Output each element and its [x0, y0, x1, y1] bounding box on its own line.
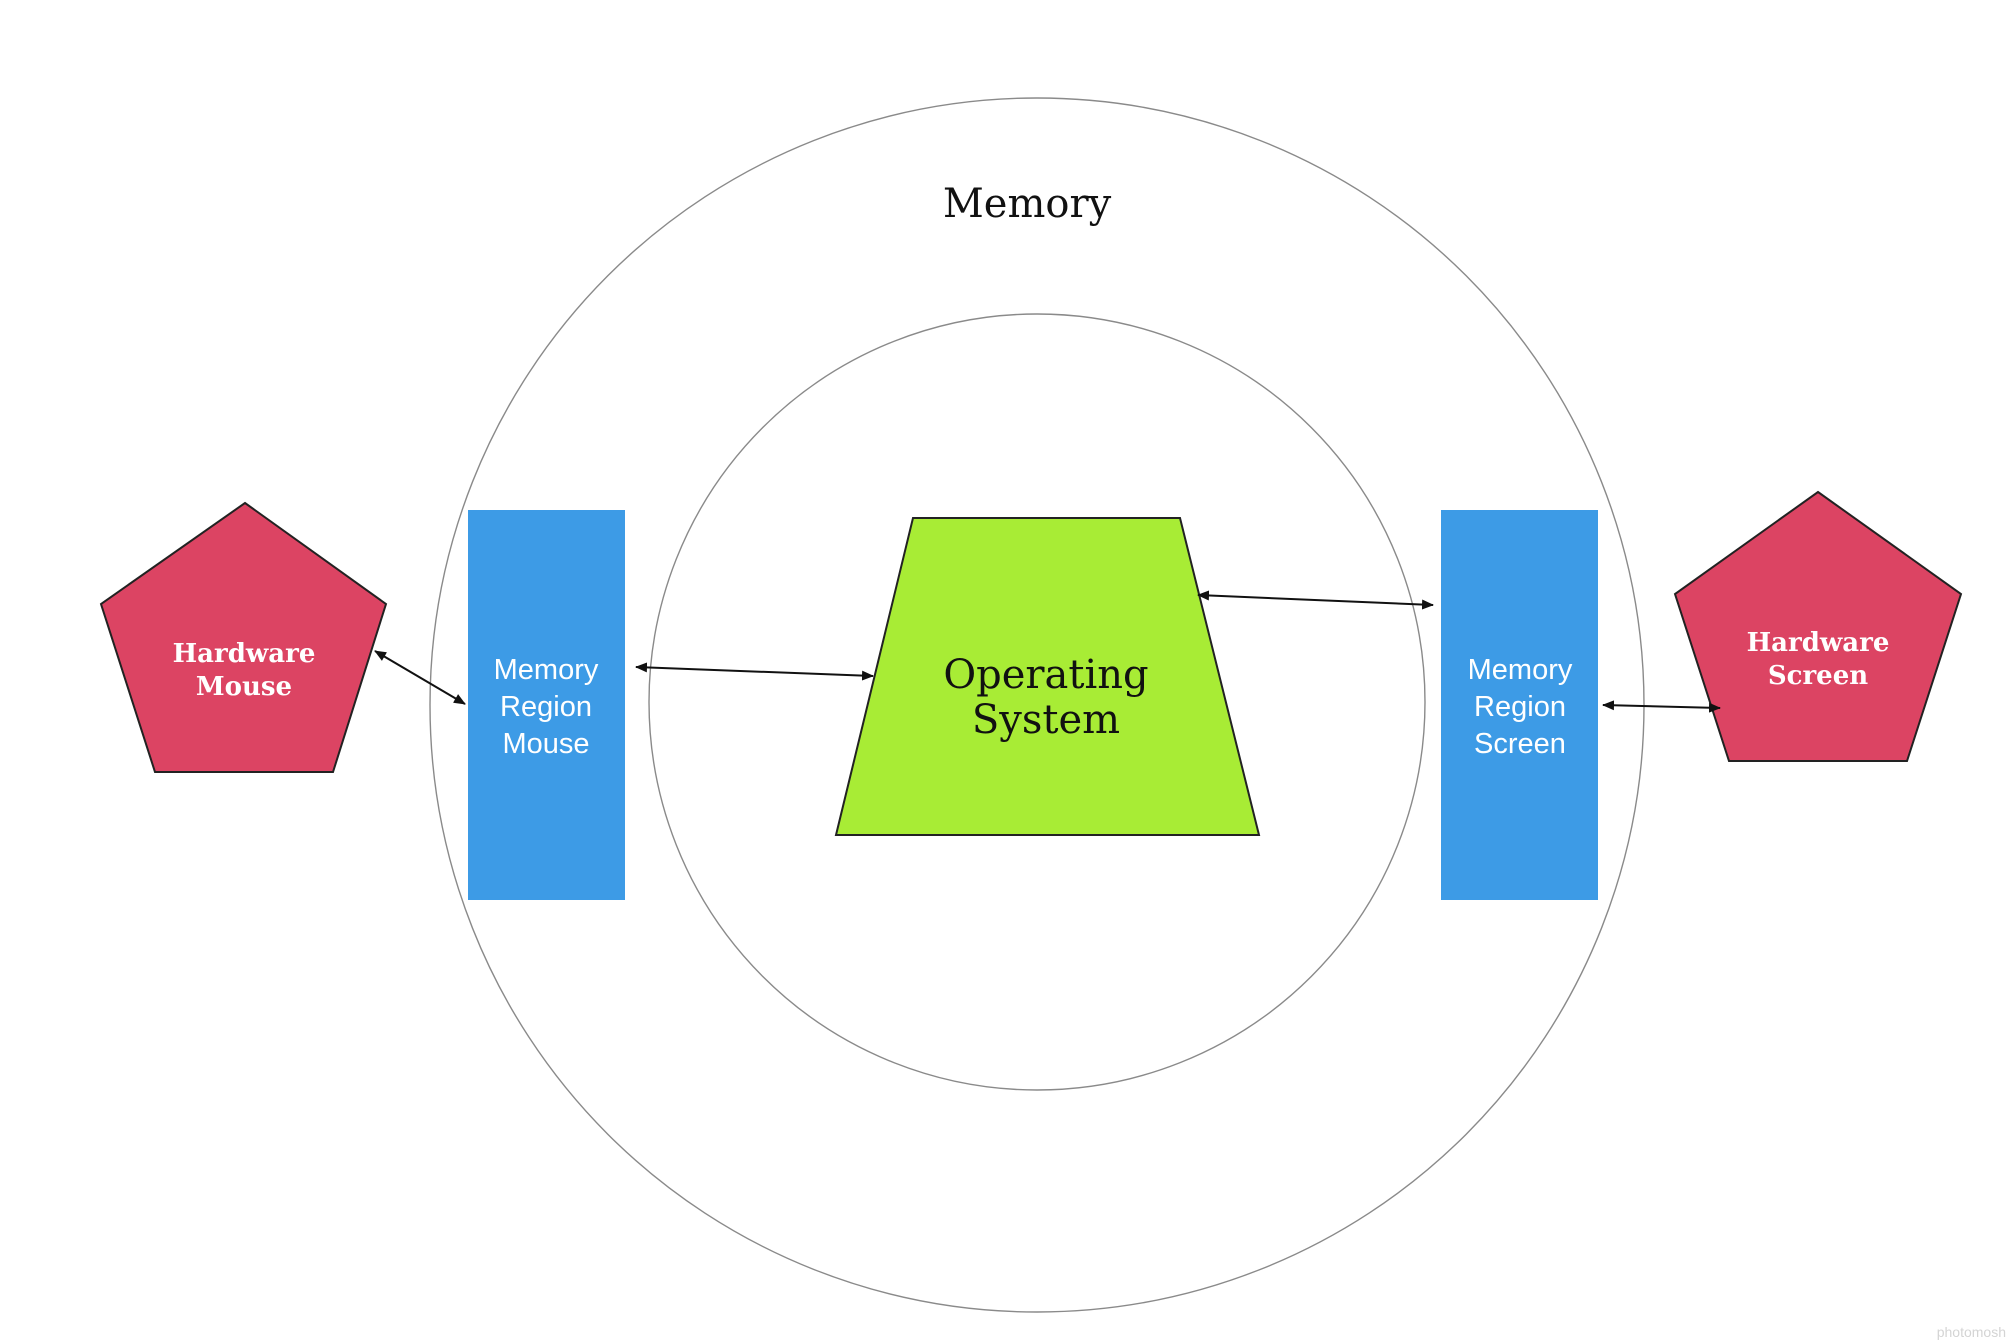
hardware-mouse-shape [99, 501, 388, 773]
memory-label: Memory [943, 181, 1112, 227]
memory-region-screen-label-line2: Region [1474, 691, 1566, 723]
hardware-screen-label-line2: Screen [1768, 661, 1868, 691]
edge-region-mouse-to-operating-system [635, 662, 874, 681]
memory-region-mouse-label-line2: Region [500, 691, 592, 723]
hardware-mouse-label-line2: Mouse [196, 672, 292, 702]
edge-hardware-mouse-to-region-mouse [374, 650, 466, 705]
edge-region-screen-to-hardware-screen [1602, 700, 1721, 713]
memory-region-screen-label-line3: Screen [1474, 728, 1566, 760]
hardware-screen-shape [1673, 490, 1963, 762]
inner-ring [648, 313, 1426, 1091]
hardware-screen-node: Hardware Screen [1673, 490, 1963, 762]
edge-operating-system-to-region-screen [1197, 590, 1434, 610]
operating-system-label-line2: System [972, 697, 1120, 743]
memory-region-screen-node: Memory Region Screen [1441, 510, 1598, 900]
operating-system-label-line1: Operating [943, 652, 1148, 698]
hardware-mouse-label-line1: Hardware [173, 639, 316, 669]
watermark: photomosh [1937, 1324, 2006, 1340]
memory-region-mouse-label-line3: Mouse [502, 728, 589, 760]
memory-region-screen-shape [1441, 510, 1598, 900]
hardware-mouse-node: Hardware Mouse [99, 501, 388, 773]
hardware-screen-label-line1: Hardware [1747, 628, 1890, 658]
operating-system-node: Operating System [834, 517, 1261, 836]
memory-region-mouse-shape [468, 510, 625, 900]
memory-region-screen-label-line1: Memory [1468, 654, 1573, 686]
memory-region-mouse-node: Memory Region Mouse [468, 510, 625, 900]
operating-system-shape [834, 517, 1261, 836]
memory-region-mouse-label-line1: Memory [494, 654, 599, 686]
